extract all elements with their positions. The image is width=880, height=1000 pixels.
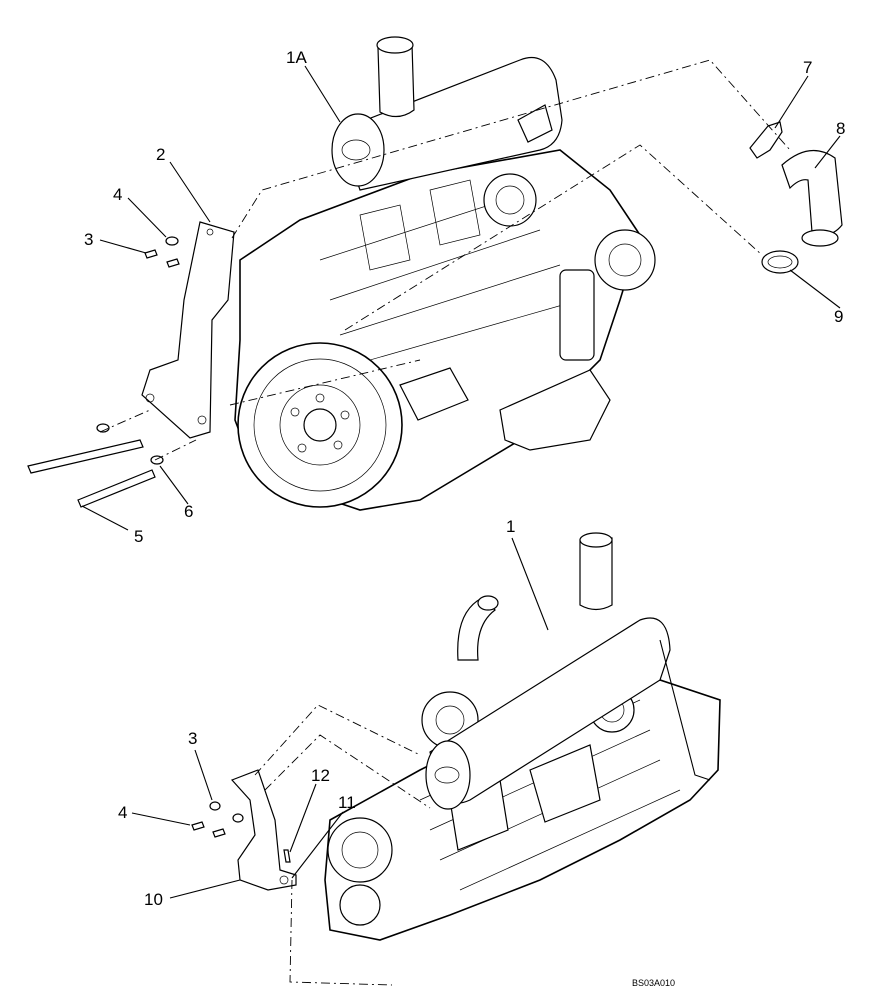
top-engine	[234, 36, 656, 511]
callout-3-bottom: 3	[188, 729, 197, 748]
drawing-code: BS03A010	[632, 978, 675, 988]
hose-parts	[749, 121, 843, 274]
callout-3-top: 3	[84, 230, 93, 249]
callout-1: 1	[506, 517, 515, 536]
callout-1A: 1A	[286, 48, 307, 67]
callout-10: 10	[144, 890, 163, 909]
callout-6: 6	[184, 502, 193, 521]
bracket-10	[230, 769, 297, 891]
callout-9: 9	[834, 307, 843, 326]
callout-2: 2	[156, 145, 165, 164]
callout-8: 8	[836, 119, 845, 138]
callout-12: 12	[311, 766, 330, 785]
callout-7: 7	[803, 58, 812, 77]
callout-4-bottom: 4	[118, 803, 127, 822]
leader-lines	[81, 65, 841, 899]
bottom-hardware	[191, 801, 291, 863]
bottom-engine	[324, 532, 721, 941]
top-hardware	[27, 236, 180, 508]
callout-5: 5	[134, 527, 143, 546]
callout-11: 11	[338, 793, 356, 812]
callout-4-top: 4	[113, 185, 122, 204]
bracket-2	[141, 221, 235, 439]
